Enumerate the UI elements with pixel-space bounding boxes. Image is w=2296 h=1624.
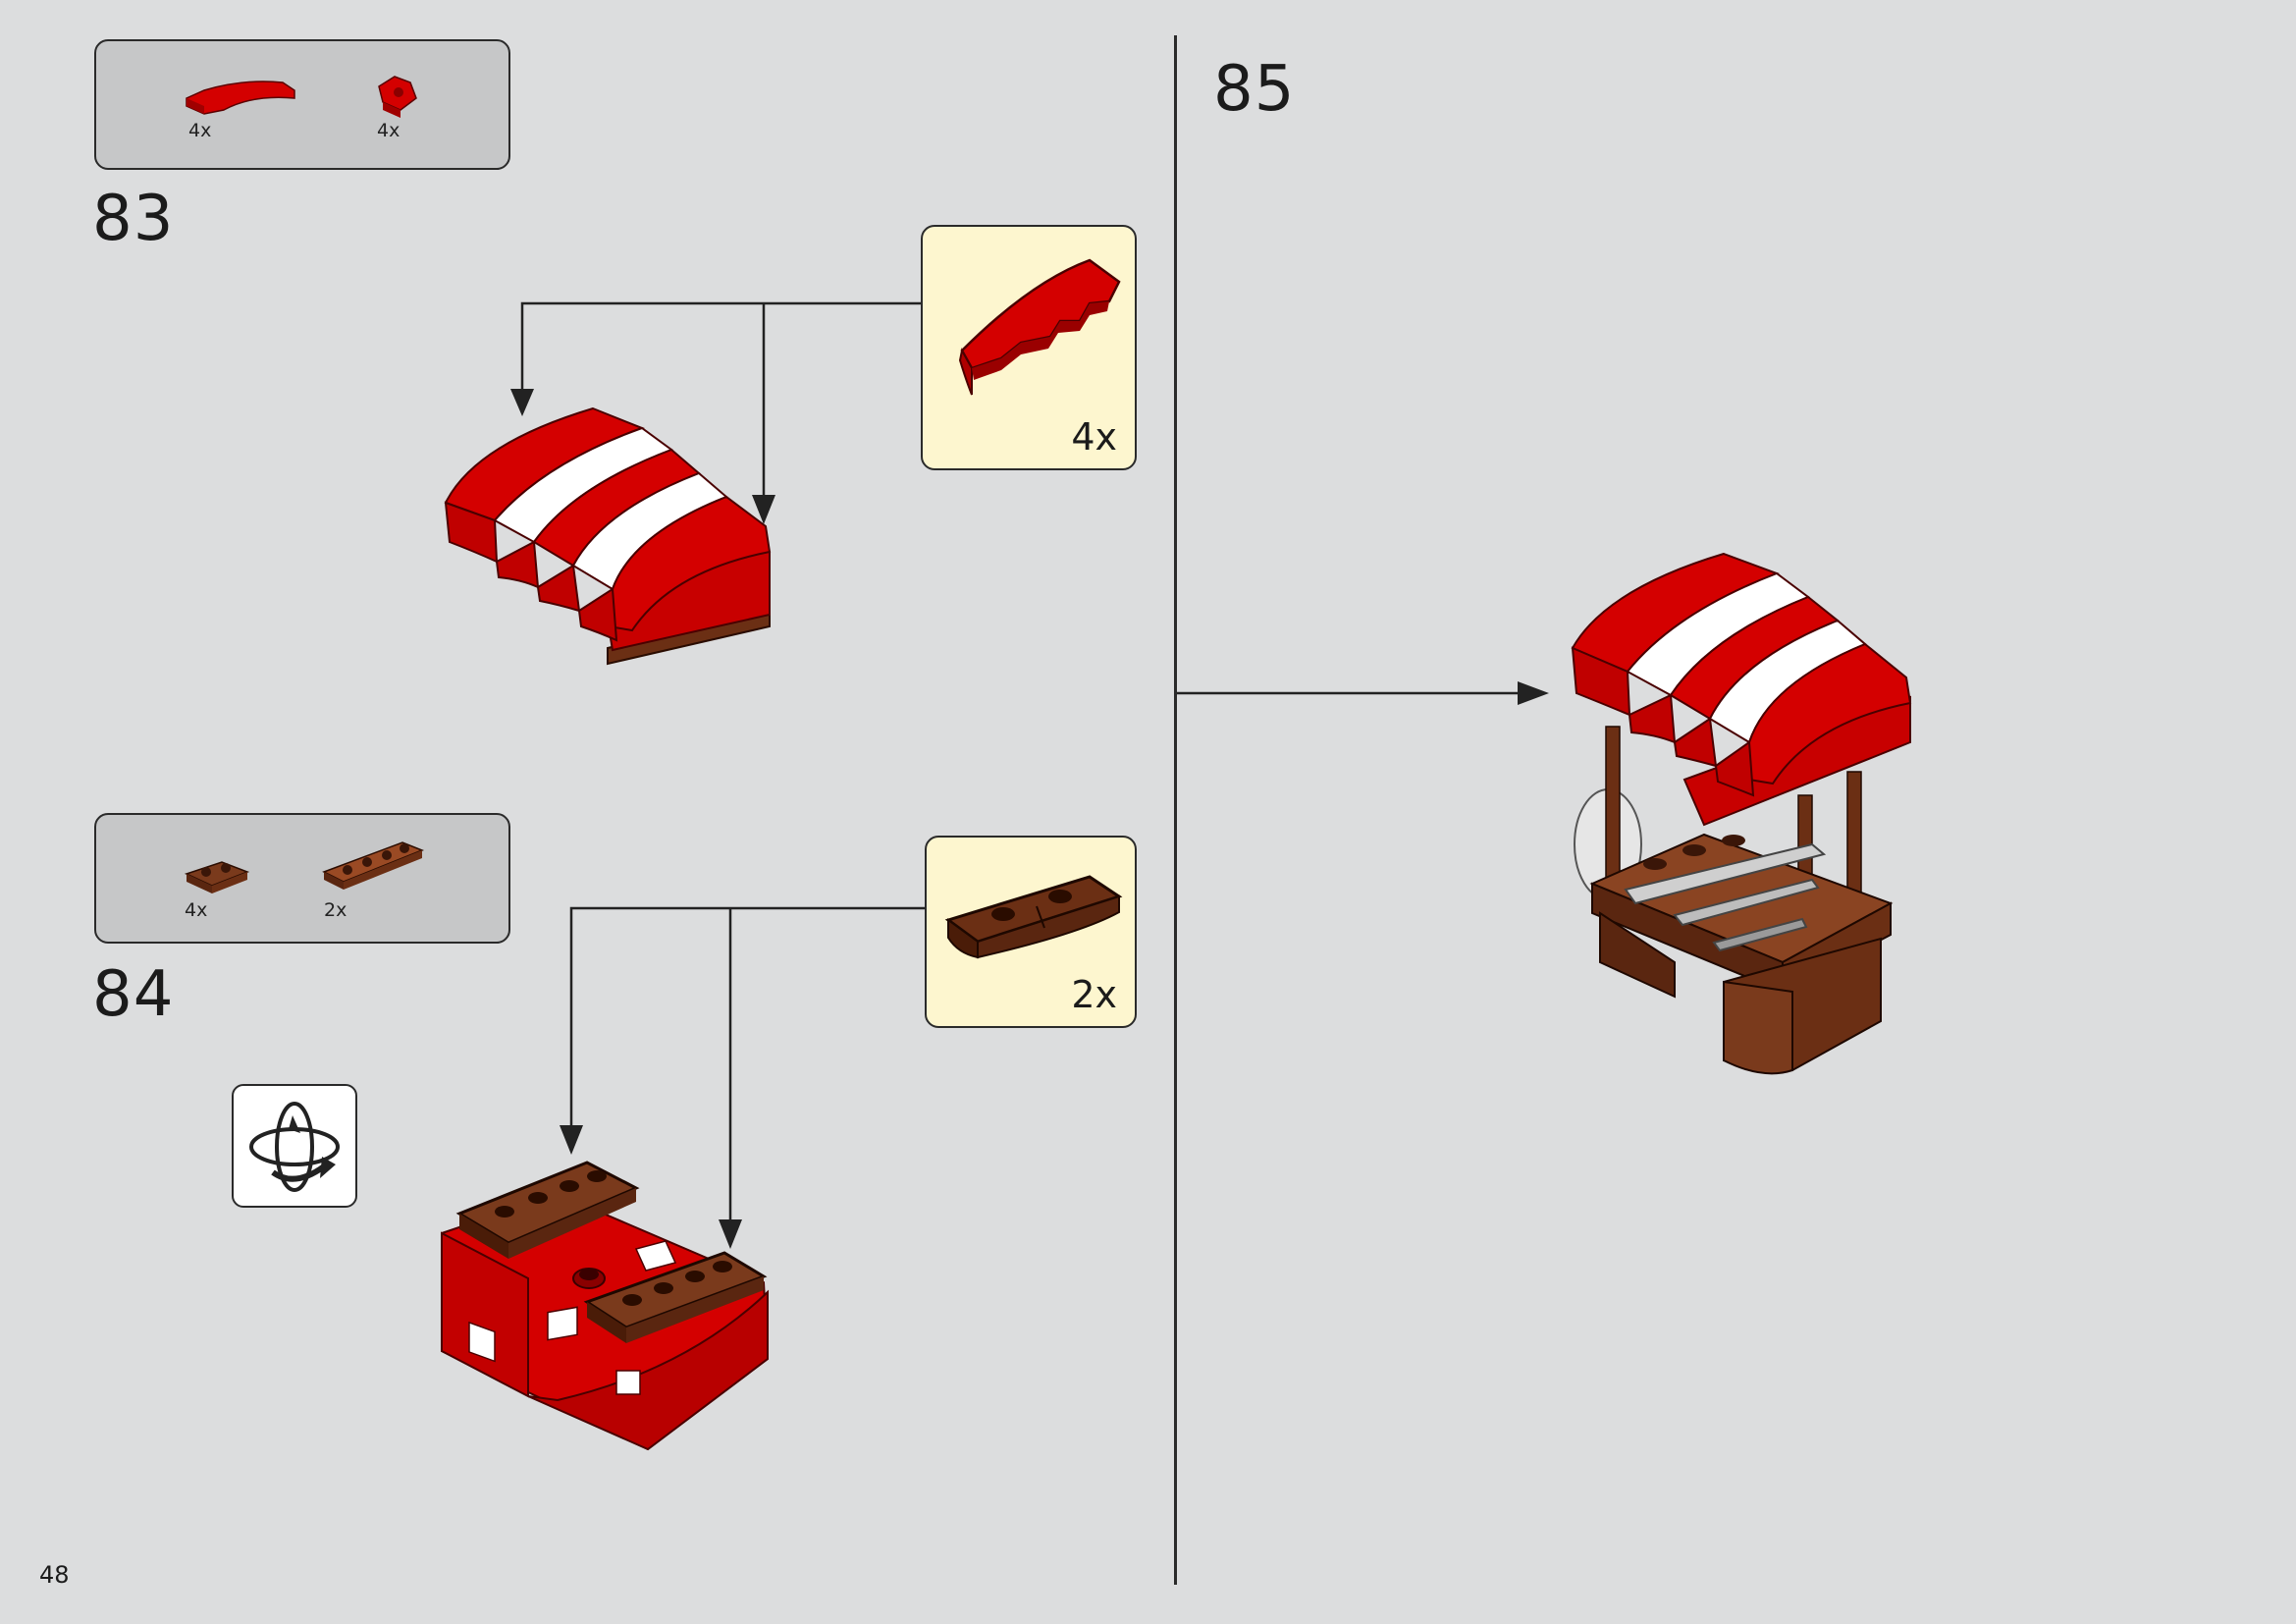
part-qty: 2x [324, 899, 347, 921]
parts-list-step-83: 4x 4x [94, 39, 510, 170]
parts-list-step-84: 4x 2x [94, 813, 510, 944]
step-number-84: 84 [92, 958, 175, 1031]
callout-step-84: 2x [925, 836, 1137, 1028]
part-qty: 4x [188, 120, 212, 141]
callout-qty: 4x [1071, 415, 1117, 459]
brown-plate-1x4-icon [322, 841, 425, 890]
part-qty: 4x [377, 120, 400, 141]
red-small-slope-icon [378, 76, 417, 118]
assembly-arrows-step-83 [510, 301, 1549, 1249]
step-number-85: 85 [1213, 53, 1296, 126]
part-qty: 4x [185, 899, 208, 921]
brown-plate-1x2-icon [944, 875, 1123, 959]
rotate-model-indicator [232, 1084, 357, 1208]
page-divider [1174, 35, 1177, 1585]
red-curved-slope-icon [958, 258, 1121, 396]
stall-base-assembly-step-84 [441, 1161, 770, 1451]
step-number-83: 83 [92, 183, 175, 255]
brown-plate-1x2-icon [184, 861, 250, 893]
page-number: 48 [39, 1561, 70, 1589]
callout-qty: 2x [1071, 973, 1117, 1016]
red-curved-slope-icon [186, 81, 295, 115]
rotate-icon [249, 1102, 340, 1192]
callout-step-83: 4x [921, 225, 1137, 470]
market-stall-assembly-step-85 [1571, 552, 1912, 1075]
awning-assembly-step-83 [444, 406, 772, 666]
